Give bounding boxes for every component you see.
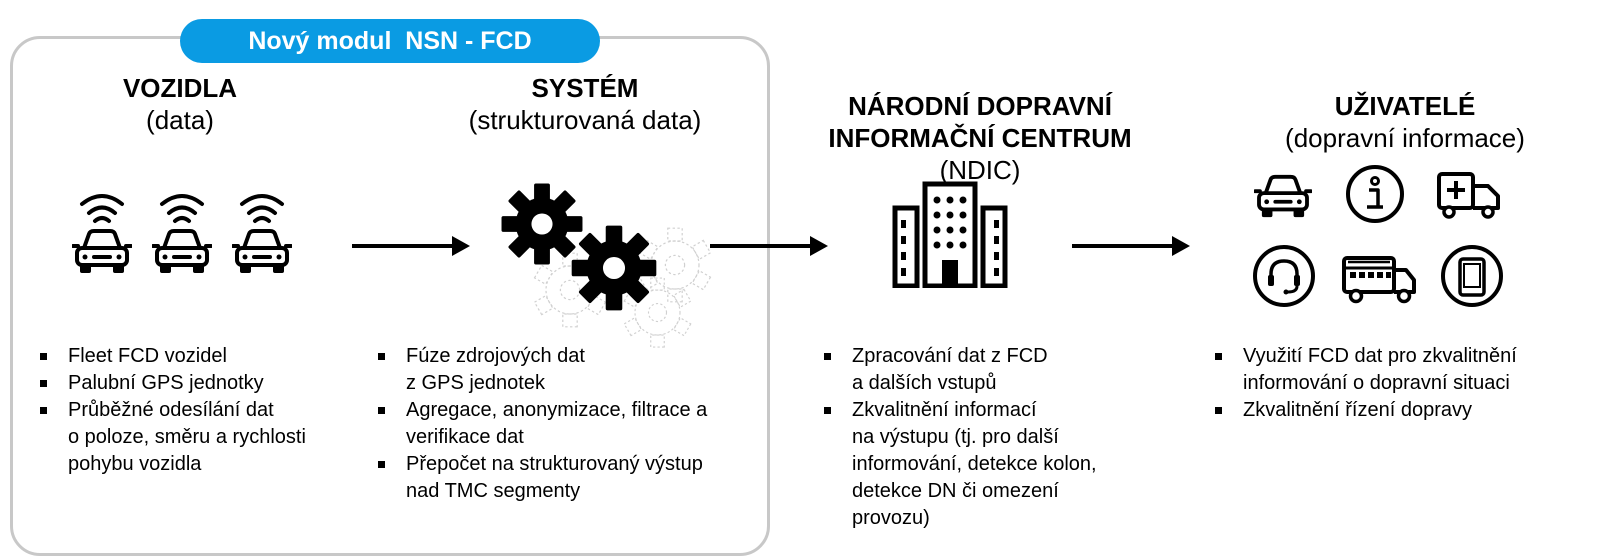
list-item: Průběžné odesílání dat o poloze, směru a… — [38, 397, 358, 478]
users-icons-row1 — [1254, 165, 1500, 223]
office-building-icon — [892, 181, 1008, 288]
system-title: SYSTÉM — [531, 73, 639, 103]
list-item: Agregace, anonymizace, filtrace a verifi… — [376, 397, 766, 451]
vehicles-bullets: Fleet FCD vozidel Palubní GPS jednotky P… — [38, 343, 358, 478]
list-item: Fúze zdrojových dat z GPS jednotek — [376, 343, 766, 397]
ndic-title-line2: INFORMAČNÍ CENTRUM — [828, 123, 1132, 153]
headset-icon — [1253, 245, 1315, 307]
module-banner: Nový modul NSN - FCD — [180, 19, 600, 63]
vehicles-header: VOZIDLA (data) — [80, 72, 280, 136]
connected-cars-icon-group — [72, 194, 292, 275]
connected-car-icon — [232, 194, 292, 275]
info-icon — [1346, 165, 1404, 223]
ndic-header: NÁRODNÍ DOPRAVNÍ INFORMAČNÍ CENTRUM (NDI… — [780, 90, 1180, 186]
arrow-vehicles-to-system — [352, 236, 470, 256]
users-header: UŽIVATELÉ (dopravní informace) — [1240, 90, 1570, 154]
car-icon — [1254, 174, 1312, 220]
ndic-subtitle: (NDIC) — [939, 155, 1021, 185]
smartphone-icon — [1441, 245, 1503, 307]
list-item: Zkvalitnění řízení dopravy — [1213, 397, 1618, 424]
arrow-ndic-to-users — [1072, 236, 1190, 256]
bus-icon — [1342, 256, 1416, 304]
arrow-system-to-ndic — [710, 236, 828, 256]
gears-icon — [501, 183, 712, 348]
list-item: Přepočet na strukturovaný výstup nad TMC… — [376, 451, 766, 505]
system-header: SYSTÉM (strukturovaná data) — [450, 72, 720, 136]
users-bullets: Využití FCD dat pro zkvalitnění informov… — [1213, 343, 1618, 424]
list-item: Využití FCD dat pro zkvalitnění informov… — [1213, 343, 1618, 397]
ndic-bullets: Zpracování dat z FCD a dalších vstupů Zk… — [822, 343, 1152, 532]
vehicles-subtitle: (data) — [146, 105, 214, 135]
connected-car-icon — [72, 194, 132, 275]
list-item: Zkvalitnění informací na výstupu (tj. pr… — [822, 397, 1152, 532]
users-icons-row2 — [1253, 245, 1503, 307]
users-title: UŽIVATELÉ — [1334, 91, 1476, 121]
ndic-title-line1: NÁRODNÍ DOPRAVNÍ — [848, 91, 1112, 121]
system-bullets: Fúze zdrojových dat z GPS jednotek Agreg… — [376, 343, 766, 505]
connected-car-icon — [152, 194, 212, 275]
list-item: Zpracování dat z FCD a dalších vstupů — [822, 343, 1152, 397]
list-item: Fleet FCD vozidel — [38, 343, 358, 370]
list-item: Palubní GPS jednotky — [38, 370, 358, 397]
ambulance-icon — [1437, 172, 1500, 219]
system-subtitle: (strukturovaná data) — [468, 105, 702, 135]
users-subtitle: (dopravní informace) — [1285, 123, 1525, 153]
vehicles-title: VOZIDLA — [122, 73, 238, 103]
